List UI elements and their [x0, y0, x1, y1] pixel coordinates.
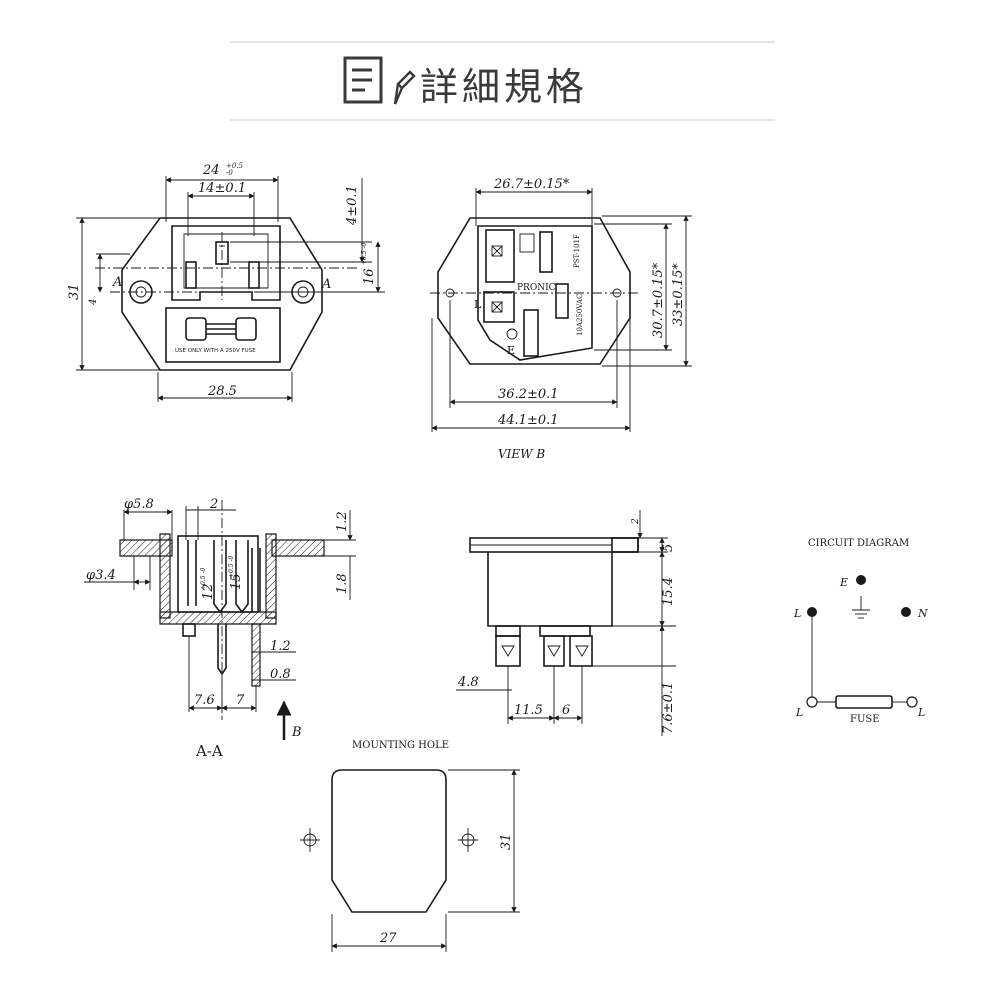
mounting-hole: MOUNTING HOLE 31 27 [300, 740, 520, 952]
fuse-warning-text: USE ONLY WITH A 250V FUSE [175, 348, 256, 354]
dim-width-24: 24 [202, 163, 220, 178]
dim-31-mount: 31 [499, 833, 514, 850]
brand-label: PRONIC [517, 283, 556, 293]
dim-14: 14±0.1 [198, 181, 246, 196]
dim-4-left: 4 [88, 299, 99, 306]
view-b: L E PRONIC PST-101F 10A250VAC 26.7±0.15*… [430, 177, 692, 461]
circuit-label-l-bottom-right: L [917, 706, 925, 719]
dim-6: 6 [562, 703, 570, 718]
dim-15-tol: +0.5 -0 [228, 555, 235, 578]
dim-36-2: 36.2±0.1 [498, 387, 559, 402]
dim-tol-bottom: -0 [226, 169, 233, 177]
dim-0-8: 0.8 [270, 667, 291, 682]
dim-2-top: 2 [209, 497, 218, 512]
dim-2-side: 2 [631, 518, 641, 525]
dim-16: 16 [362, 268, 377, 285]
page-title: 詳細規格 [420, 65, 588, 109]
dim-26-7: 26.7±0.15* [493, 177, 570, 192]
dim-1-8: 1.8 [335, 573, 350, 594]
dim-28-5: 28.5 [207, 384, 237, 399]
mounting-title: MOUNTING HOLE [352, 740, 449, 751]
circuit-label-fuse: FUSE [850, 714, 880, 725]
dim-5: 5 [661, 544, 676, 552]
circuit-diagram: CIRCUIT DIAGRAM E L N L L FUSE [793, 538, 928, 725]
dim-4-8: 4.8 [457, 675, 479, 690]
dim-12-tol: +0.5 -0 [200, 567, 207, 590]
dim-11-5: 11.5 [514, 703, 543, 718]
dim-1-2-tab: 1.2 [270, 639, 291, 654]
section-aa-caption: A-A [195, 742, 223, 760]
circuit-title: CIRCUIT DIAGRAM [808, 538, 909, 549]
dim-15: 15 [229, 573, 244, 590]
dim-tol-top: +0.5 [226, 162, 244, 170]
section-mark-left: A [112, 275, 122, 290]
circuit-label-e: E [839, 576, 848, 589]
dim-30-7: 30.7±0.15* [651, 262, 666, 338]
dim-1-2-right: 1.2 [335, 511, 350, 532]
circuit-label-l-bottom-left: L [795, 706, 803, 719]
dim-phi-3-4: φ3.4 [86, 568, 116, 583]
side-view: 2 5 15.4 7.6±0.1 4.8 11.5 6 [456, 510, 676, 736]
dim-7-6: 7.6 [194, 693, 215, 708]
dim-31: 31 [67, 283, 82, 300]
dim-44-1: 44.1±0.1 [497, 413, 559, 428]
circuit-label-n: N [917, 607, 928, 620]
dim-16-tol: +0.5 -0 [361, 242, 368, 265]
dim-33: 33±0.15* [671, 263, 686, 326]
pin-label-e: E [507, 344, 515, 357]
model-label: PST-101F [573, 234, 581, 268]
header: 詳細規格 [230, 41, 775, 121]
document-pencil-icon [343, 56, 416, 105]
dim-7: 7 [236, 693, 245, 708]
section-aa: φ5.8 2 φ3.4 1.2 1.8 12 +0.5 -0 15 +0.5 -… [84, 497, 356, 760]
dim-phi-5-8: φ5.8 [124, 497, 154, 512]
dim-15-4: 15.4 [661, 577, 676, 606]
dim-12: 12 [201, 583, 216, 600]
section-mark-right: A [321, 277, 331, 292]
dim-4: 4±0.1 [345, 185, 360, 226]
view-b-caption: VIEW B [498, 447, 545, 461]
pin-label-l: L [474, 298, 482, 311]
dim-27: 27 [379, 931, 397, 946]
arrow-b-label: B [291, 725, 302, 740]
rating-label: 10A250VAC [576, 294, 584, 336]
dim-7-6-side: 7.6±0.1 [661, 682, 676, 734]
front-view: USE ONLY WITH A 250V FUSE A A 24 +0.5 -0… [67, 162, 385, 402]
circuit-label-l: L [793, 607, 801, 620]
